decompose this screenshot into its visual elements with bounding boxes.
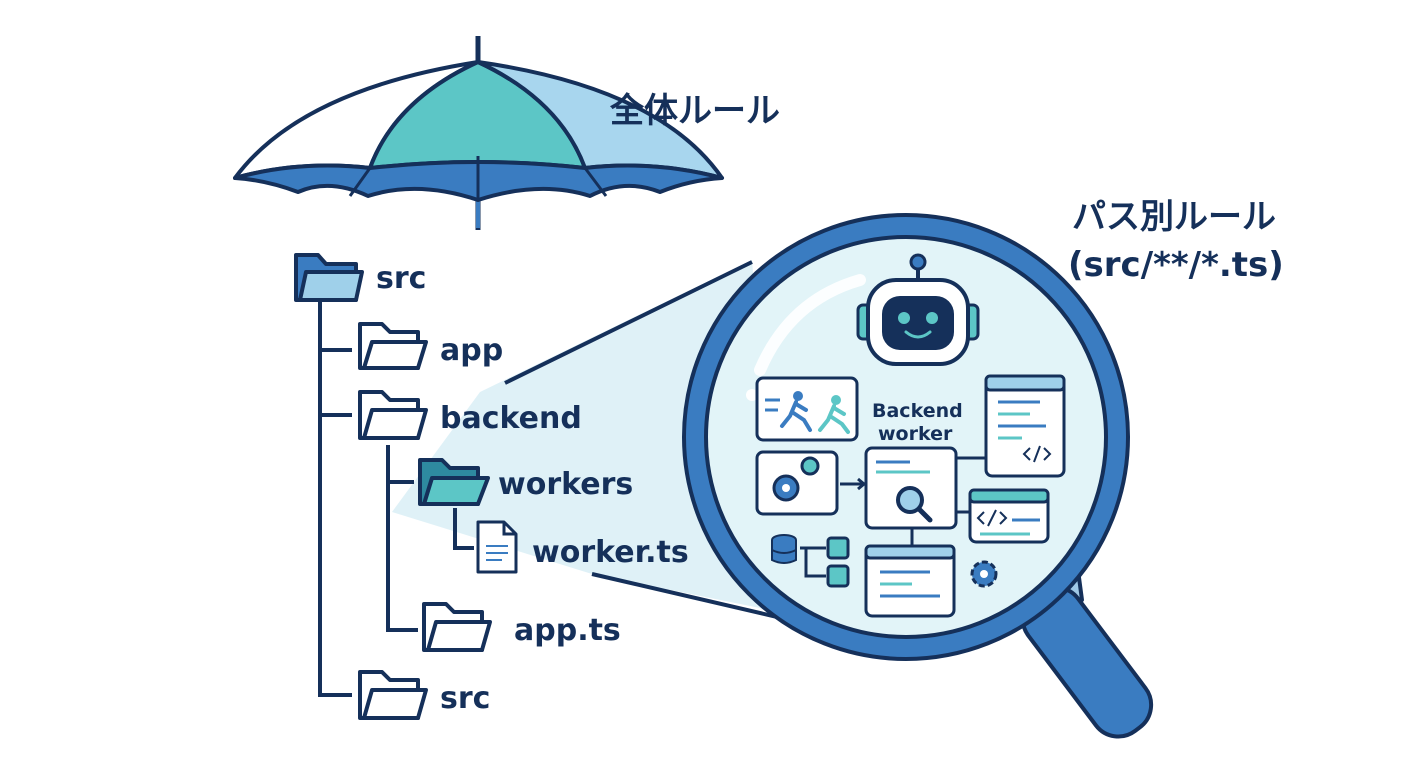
running-workers-card bbox=[755, 376, 859, 442]
tree-label-app-ts[interactable]: app.ts bbox=[514, 613, 621, 648]
tree-label-backend[interactable]: backend bbox=[440, 401, 582, 436]
lens-title-line2: worker bbox=[878, 423, 953, 445]
folder-icon-workers[interactable] bbox=[418, 458, 490, 506]
folder-icon-src-bottom[interactable] bbox=[358, 670, 428, 720]
gears-card bbox=[755, 450, 839, 516]
path-rule-pattern: (src/**/*.ts) bbox=[1068, 245, 1284, 285]
global-rule-label: 全体ルール bbox=[609, 91, 780, 131]
code-window-middle bbox=[968, 488, 1050, 544]
folder-icon-app[interactable] bbox=[358, 322, 428, 370]
code-window-bottom bbox=[864, 544, 956, 618]
tree-label-src[interactable]: src bbox=[376, 261, 426, 296]
folder-icon-src-root[interactable] bbox=[294, 253, 364, 302]
file-icon-worker-ts[interactable] bbox=[476, 520, 518, 574]
robot-icon bbox=[856, 253, 980, 366]
folder-icon-backend[interactable] bbox=[358, 390, 428, 440]
tree-label-app[interactable]: app bbox=[440, 333, 503, 368]
folder-tree bbox=[318, 300, 474, 697]
database-icon bbox=[771, 534, 797, 564]
umbrella-icon bbox=[233, 36, 724, 230]
tree-label-workers[interactable]: workers bbox=[498, 467, 633, 502]
tree-label-src-bottom[interactable]: src bbox=[440, 681, 490, 716]
path-rule-label: パス別ルール bbox=[1072, 197, 1276, 237]
lens-content: Backend worker bbox=[755, 253, 1066, 618]
lens-title-line1: Backend bbox=[872, 400, 963, 422]
tree-label-worker-ts[interactable]: worker.ts bbox=[532, 535, 689, 570]
gear-icon bbox=[970, 560, 998, 588]
code-window-top bbox=[984, 374, 1066, 478]
folder-icon-app-ts[interactable] bbox=[422, 602, 492, 652]
search-window bbox=[864, 446, 958, 530]
